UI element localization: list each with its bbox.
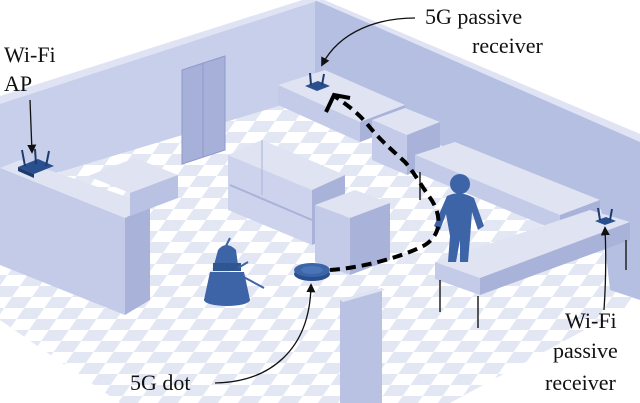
front-panel-edge xyxy=(340,288,385,302)
5g-receiver-label-line1: 5G passive xyxy=(425,4,522,29)
center-cabinet-side xyxy=(350,203,390,275)
wifi-receiver-label-line1: Wi-Fi xyxy=(565,308,617,333)
5g-receiver-label-line2: receiver xyxy=(472,33,543,58)
robot-vacuum-icon xyxy=(294,263,330,281)
callout-arrow-5g-dot xyxy=(214,283,316,384)
5g-receiver-router-icon xyxy=(305,72,330,91)
right-counter-top xyxy=(415,142,600,215)
center-cabinet-top xyxy=(315,190,390,218)
trajectory-arrowhead xyxy=(324,92,351,113)
left-counter-front xyxy=(0,168,125,315)
trajectory-path xyxy=(329,94,441,272)
robot-icon xyxy=(204,237,265,306)
front-counter-front xyxy=(435,262,480,295)
wifi-ap-label-line2: AP xyxy=(4,71,32,96)
back-counter-front xyxy=(278,85,360,142)
left-counter-top xyxy=(0,160,150,218)
left-counter-back xyxy=(88,158,178,193)
wifi-ap-router-icon xyxy=(18,148,54,178)
callout-arrow-5g-receiver xyxy=(321,17,416,67)
wifi-receiver-router-icon xyxy=(595,207,616,225)
front-counter-top xyxy=(435,210,630,278)
shelf-top xyxy=(228,140,345,190)
shelf-front xyxy=(228,155,312,245)
wifi-ap-label-line1: Wi-Fi xyxy=(4,42,56,67)
back-wall-left xyxy=(0,0,315,190)
front-panel xyxy=(340,288,382,403)
wifi-receiver-label-line2: passive xyxy=(553,338,618,363)
wall-top-right xyxy=(318,0,640,142)
back-wall-right xyxy=(315,0,640,225)
callout-arrow-wifi-receiver xyxy=(600,226,610,311)
wall-top-left xyxy=(0,0,320,104)
back-cabinet-top xyxy=(372,108,440,135)
left-counter-back-front xyxy=(130,175,178,216)
center-cabinet-front xyxy=(315,205,350,275)
5g-dot-label: 5G dot xyxy=(130,370,191,395)
wifi-receiver-label-line3: receiver xyxy=(545,370,616,395)
person-icon xyxy=(434,174,484,262)
callout-arrow-wifi-ap xyxy=(27,99,37,154)
left-counter-side xyxy=(125,205,150,315)
front-counter-side xyxy=(480,222,630,295)
right-counter-front xyxy=(415,155,560,232)
